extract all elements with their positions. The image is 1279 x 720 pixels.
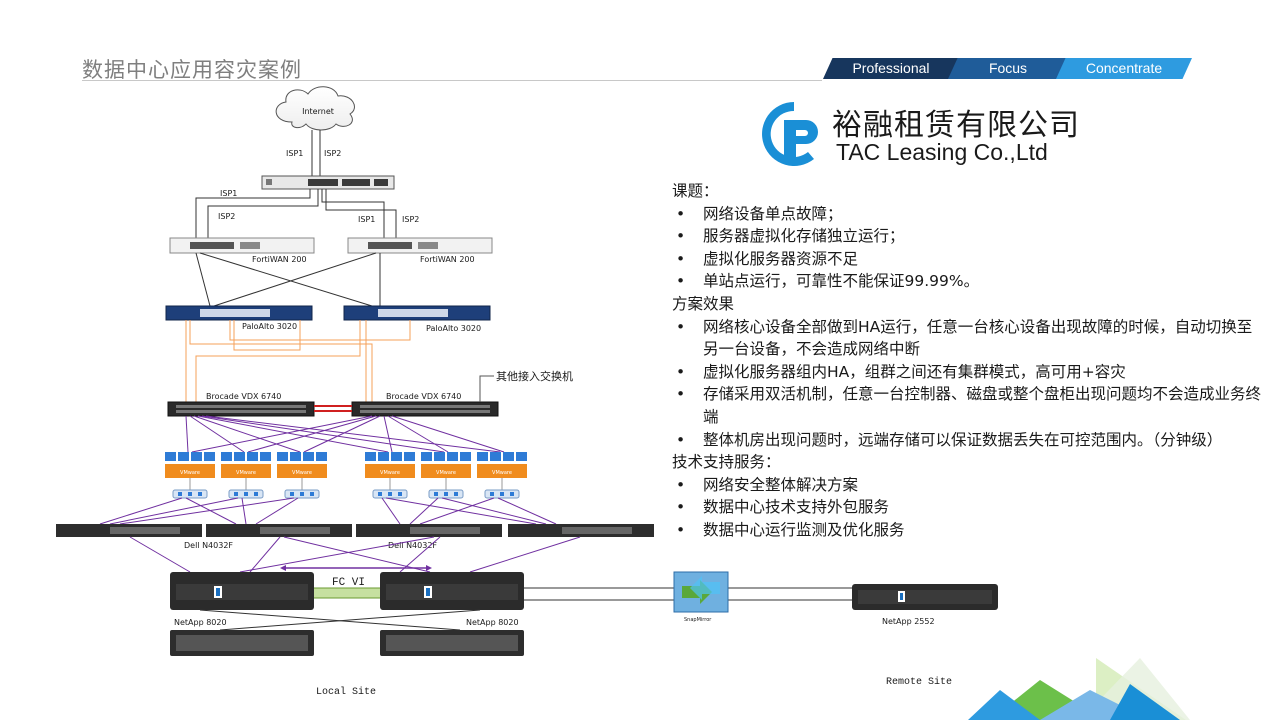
company-name-en: TAC Leasing Co.,Ltd [836, 139, 1048, 165]
dell-right-label: Dell N4032F [388, 541, 437, 550]
list-item: 数据中心运行监测及优化服务 [672, 519, 1267, 542]
fortiwan-left-label: FortiWAN 200 [252, 255, 307, 264]
netapp-8020-right-label: NetApp 8020 [466, 618, 519, 627]
isp1-label: ISP1 [358, 215, 375, 224]
brocade-left-icon [167, 401, 315, 417]
disk-shelf-icon [380, 630, 524, 656]
dell-left-label: Dell N4032F [184, 541, 233, 550]
list-item: 存储采用双活机制，任意一台控制器、磁盘或整个盘柜出现问题均不会造成业务终端 [672, 383, 1267, 428]
dell-switch-icon [356, 524, 502, 537]
list-item: 网络安全整体解决方案 [672, 474, 1267, 497]
description-panel: 课题： 网络设备单点故障； 服务器虚拟化存储独立运行； 虚拟化服务器资源不足 单… [672, 180, 1267, 542]
list-item: 整体机房出现问题时，远端存储可以保证数据丢失在可控范围内。（分钟级） [672, 429, 1267, 452]
snapmirror-icon [673, 571, 729, 613]
paloalto-right-icon [343, 305, 491, 321]
fc-vi-label: FC VI [332, 577, 365, 589]
brocade-left-label: Brocade VDX 6740 [206, 392, 281, 401]
edge-router-icon [261, 175, 395, 190]
nic-icon [372, 489, 408, 499]
vmware-label: VMware [492, 470, 512, 476]
dell-switch-icon [206, 524, 352, 537]
dell-switch-icon [56, 524, 202, 537]
internet-cloud-icon [275, 86, 355, 131]
fortiwan-right-label: FortiWAN 200 [420, 255, 475, 264]
netapp-8020-right-icon [380, 572, 524, 610]
list-item: 网络核心设备全部做到HA运行，任意一台核心设备出现故障的时候，自动切换至另一台设… [672, 316, 1267, 361]
tag-focus: Focus [948, 58, 1068, 79]
paloalto-left-icon [165, 305, 313, 321]
nic-icon [284, 489, 320, 499]
fortiwan-left-icon [169, 237, 315, 254]
isp2-label: ISP2 [402, 215, 419, 224]
netapp-2552-icon [852, 584, 998, 610]
vmware-label: VMware [236, 470, 256, 476]
paloalto-right-label: PaloAlto 3020 [426, 324, 481, 333]
list-item: 数据中心技术支持外包服务 [672, 496, 1267, 519]
vmware-label: VMware [436, 470, 456, 476]
nic-icon [428, 489, 464, 499]
list-item: 网络设备单点故障； [672, 203, 1267, 226]
page-title: 数据中心应用容灾案例 [82, 58, 302, 82]
tag-professional: Professional [823, 58, 959, 79]
other-switch-label: 其他接入交换机 [496, 369, 573, 383]
dell-switch-icon [508, 524, 654, 537]
topics-heading: 课题： [672, 182, 719, 200]
brocade-right-icon [351, 401, 499, 417]
company-name-cn: 裕融租赁有限公司 [832, 108, 1080, 143]
isp1-label: ISP1 [286, 149, 303, 158]
netapp-8020-left-label: NetApp 8020 [174, 618, 227, 627]
support-heading: 技术支持服务： [672, 453, 781, 472]
tag-concentrate: Concentrate [1056, 58, 1192, 79]
isp2-label: ISP2 [218, 212, 235, 221]
netapp-2552-label: NetApp 2552 [882, 617, 935, 626]
local-site-label: Local Site [316, 686, 376, 698]
topics-list: 网络设备单点故障； 服务器虚拟化存储独立运行； 虚拟化服务器资源不足 单站点运行… [672, 203, 1267, 293]
fortiwan-right-icon [347, 237, 493, 254]
remote-site-label: Remote Site [886, 676, 952, 688]
disk-shelf-icon [170, 630, 314, 656]
list-item: 虚拟化服务器资源不足 [672, 248, 1267, 271]
netapp-8020-left-icon [170, 572, 314, 610]
company-logo-icon [762, 102, 818, 166]
snapmirror-label: SnapMirror [684, 617, 712, 623]
nic-icon [484, 489, 520, 499]
title-divider [82, 80, 822, 81]
paloalto-left-label: PaloAlto 3020 [242, 322, 297, 331]
list-item: 服务器虚拟化存储独立运行； [672, 225, 1267, 248]
nic-icon [228, 489, 264, 499]
solution-heading: 方案效果 [672, 294, 735, 313]
brocade-right-label: Brocade VDX 6740 [386, 392, 461, 401]
vmware-label: VMware [380, 470, 400, 476]
list-item: 虚拟化服务器组内HA，组群之间还有集群模式，高可用+容灾 [672, 361, 1267, 384]
support-list: 网络安全整体解决方案 数据中心技术支持外包服务 数据中心运行监测及优化服务 [672, 474, 1267, 542]
internet-label: Internet [302, 107, 334, 116]
isp1-label: ISP1 [220, 189, 237, 198]
decorative-triangles-icon [968, 658, 1190, 720]
vmware-label: VMware [292, 470, 312, 476]
nic-icon [172, 489, 208, 499]
vmware-label: VMware [180, 470, 200, 476]
solution-list: 网络核心设备全部做到HA运行，任意一台核心设备出现故障的时候，自动切换至另一台设… [672, 316, 1267, 452]
isp2-label: ISP2 [324, 149, 341, 158]
list-item: 单站点运行，可靠性不能保证99.99%。 [672, 270, 1267, 293]
